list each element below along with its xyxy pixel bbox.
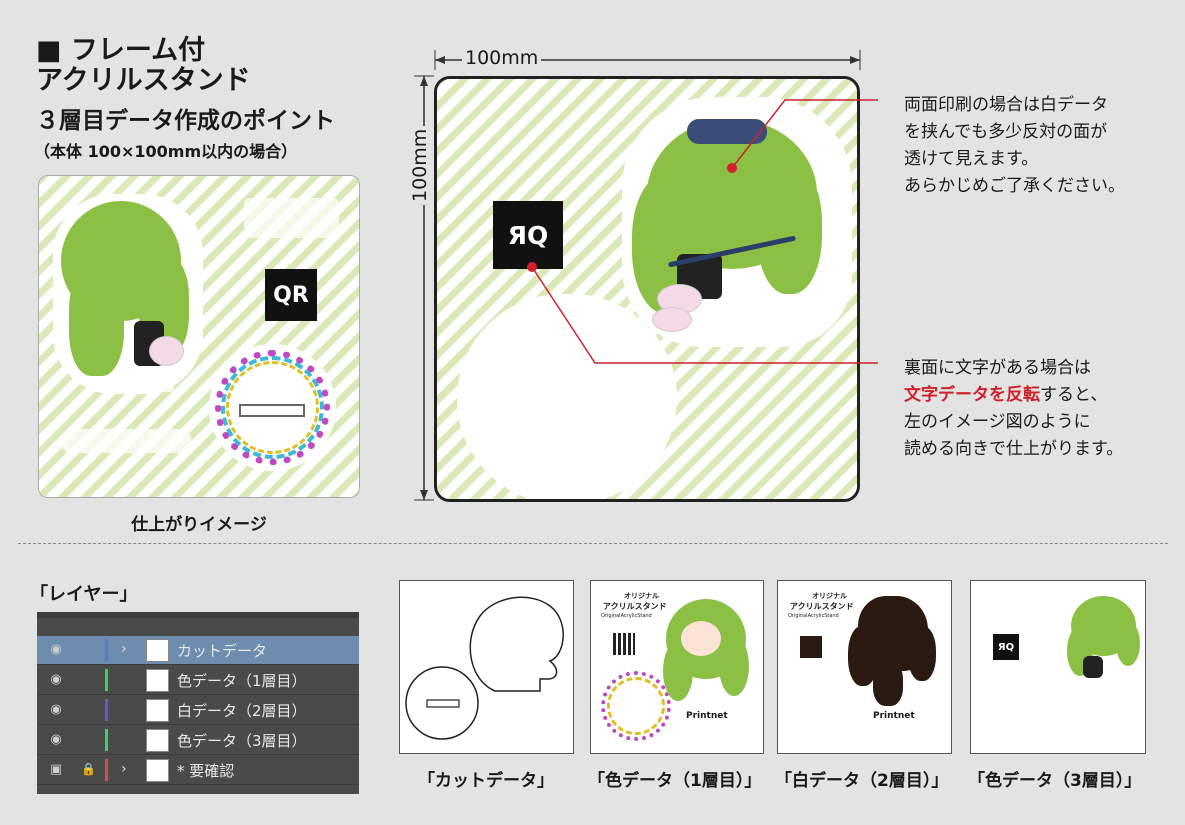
- caption-color-layer1: 「色データ（1層目）」: [588, 771, 762, 791]
- brand-sub: OriginalAcrylicStand: [788, 613, 839, 619]
- layer-row-color1[interactable]: ◉ 色データ（1層目）: [37, 666, 359, 695]
- logo-box: ЯQ: [993, 634, 1019, 660]
- layer-color-bar: [105, 729, 108, 751]
- brand-sub: OriginalAcrylicStand: [601, 613, 652, 619]
- note2-line2-rest: すると、: [1040, 385, 1108, 405]
- printnet-logo: Printnet: [873, 711, 915, 721]
- caption-white-layer: 「白データ（2層目）」: [775, 771, 949, 791]
- layer-thumbnail: [146, 699, 169, 722]
- acrylic-frame: ЯQ: [434, 76, 860, 502]
- layer-label: 色データ（1層目）: [177, 672, 307, 690]
- brand-title2: アクリルスタンド: [790, 602, 854, 611]
- white-square-mark: [800, 636, 822, 658]
- note-transparency: 両面印刷の場合は白データ を挟んでも多少反対の面が 透けて見えます。 あらかじめ…: [904, 92, 1125, 200]
- width-label: 100mm: [462, 47, 542, 69]
- note2-line3: 左のイメージ図のように: [904, 412, 1091, 432]
- preview-white-layer: オリジナル アクリルスタンド OriginalAcrylicStand Prin…: [777, 580, 952, 754]
- layer-row-cut[interactable]: ◉ › カットデータ: [37, 636, 359, 665]
- brand-title: オリジナル: [624, 592, 659, 600]
- note-reverse-text: 裏面に文字がある場合は 文字データを反転すると、 左のイメージ図のように 読める…: [904, 355, 1123, 463]
- size-note: （本体 100×100mm以内の場合）: [34, 142, 298, 161]
- logo-text: ЯQ: [507, 220, 549, 250]
- logo-box: ЯQ: [493, 201, 563, 269]
- layer-row-color3[interactable]: ◉ 色データ（3層目）: [37, 726, 359, 755]
- note2-line1: 裏面に文字がある場合は: [904, 358, 1091, 378]
- preview-cut-data: [399, 580, 574, 754]
- section-divider: [18, 543, 1168, 544]
- layer-label: 色データ（3層目）: [177, 732, 307, 750]
- qr-label: QR: [273, 282, 309, 308]
- layer-thumbnail: [146, 669, 169, 692]
- lock-icon[interactable]: 🔒: [81, 762, 96, 776]
- note1-line3: 透けて見えます。: [904, 149, 1039, 169]
- qr-label-box: QR: [265, 269, 317, 321]
- expand-chevron-icon[interactable]: ›: [121, 761, 127, 777]
- visibility-eye-icon[interactable]: ◉: [50, 732, 62, 747]
- note2-highlight: 文字データを反転: [904, 385, 1040, 405]
- visibility-eye-icon[interactable]: ◉: [50, 702, 62, 717]
- layer-color-bar: [105, 699, 108, 721]
- brand-title: オリジナル: [812, 592, 847, 600]
- preview-color-layer3: ЯQ: [970, 580, 1146, 754]
- caption-color-layer3: 「色データ（3層目）」: [968, 771, 1142, 791]
- layer-label: 白データ（2層目）: [177, 702, 307, 720]
- logo-text: ЯQ: [997, 641, 1015, 653]
- subtitle: ３層目データ作成のポイント: [36, 108, 335, 134]
- height-label: 100mm: [409, 125, 431, 205]
- callout-lines: [527, 99, 878, 364]
- title-line2: アクリルスタンド: [36, 65, 251, 96]
- caption-cut-data: 「カットデータ」: [418, 771, 554, 791]
- layer-row-white[interactable]: ◉ 白データ（2層目）: [37, 696, 359, 725]
- layer-row-check[interactable]: ▣ 🔒 › * 要確認: [37, 756, 359, 785]
- note1-line1: 両面印刷の場合は白データ: [904, 95, 1108, 115]
- note1-line2: を挟んでも多少反対の面が: [904, 122, 1108, 142]
- layer-thumbnail: [146, 639, 169, 662]
- visibility-eye-icon[interactable]: ◉: [50, 672, 62, 687]
- template-icon[interactable]: ▣: [49, 762, 63, 777]
- expand-chevron-icon[interactable]: ›: [121, 641, 127, 657]
- layer-label: * 要確認: [177, 762, 235, 780]
- layer-color-bar: [105, 639, 108, 661]
- printnet-logo: Printnet: [686, 711, 728, 721]
- cut-outline-shape: [405, 596, 564, 740]
- layer-thumbnail: [146, 729, 169, 752]
- note2-line4: 読める向きで仕上がります。: [904, 439, 1124, 459]
- layers-title: 「レイヤー」: [30, 584, 138, 605]
- visibility-eye-icon[interactable]: ◉: [50, 642, 62, 657]
- finished-image-caption: 仕上がりイメージ: [131, 515, 267, 535]
- title-line1: ■ フレーム付: [36, 35, 206, 66]
- layer-label: カットデータ: [177, 642, 268, 660]
- brand-title2: アクリルスタンド: [603, 602, 667, 611]
- layer-color-bar: [105, 759, 108, 781]
- note1-line4: あらかじめご了承ください。: [904, 176, 1125, 196]
- qr-code-icon: [613, 633, 635, 655]
- layers-panel: ◉ › カットデータ ◉ 色データ（1層目） ◉ 白データ（2層目） ◉ 色デー…: [37, 612, 359, 794]
- finished-image-frame: QR: [38, 175, 360, 498]
- layer-color-bar: [105, 669, 108, 691]
- preview-color-layer1: オリジナル アクリルスタンド OriginalAcrylicStand Prin…: [590, 580, 764, 754]
- layer-thumbnail: [146, 759, 169, 782]
